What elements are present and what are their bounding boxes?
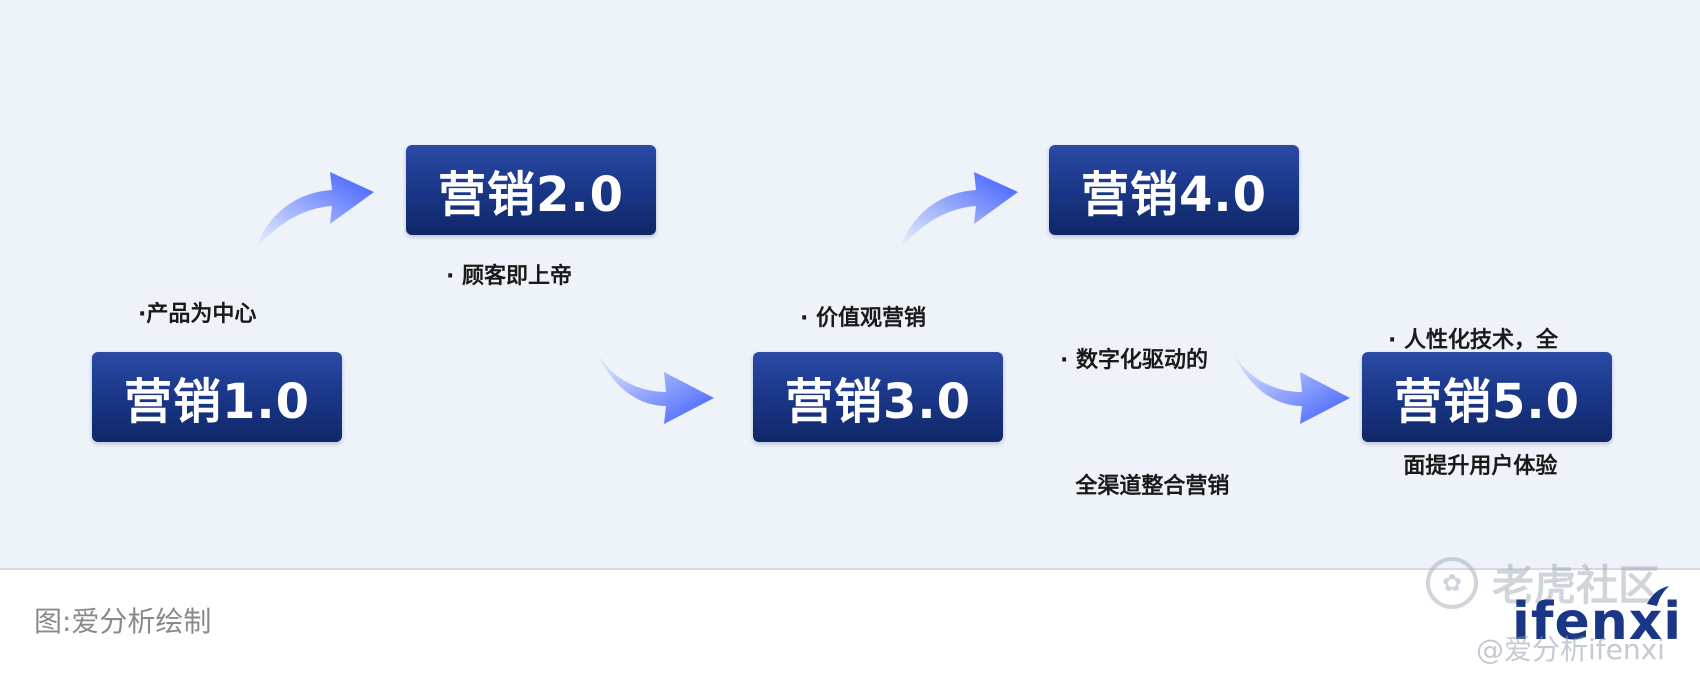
stage-2-label-line-1: · 顾客即上帝 (446, 264, 573, 289)
figure-caption: 图:爱分析绘制 (34, 605, 212, 638)
stage-5-title: 营销5.0 (1393, 374, 1581, 430)
stage-4-label-line-2: 全渠道整合营销 (1060, 474, 1230, 499)
curved-arrow-icon (256, 172, 374, 248)
stage-3-label: · 价值观营销 (800, 298, 926, 340)
diagram-panel: 营销1.0 营销2.0 营销3.0 营销4.0 营销5.0 ·产品为中心 · 顾… (0, 0, 1700, 570)
stage-1-label-line-1: ·产品为中心 (138, 302, 257, 327)
stage-1-label: ·产品为中心 (138, 294, 256, 336)
tiger-circle-icon: ✿ (1426, 556, 1478, 609)
curved-arrow-icon (1232, 350, 1350, 424)
stage-5-box: 营销5.0 (1362, 352, 1612, 442)
stage-3-label-line-1: · 价值观营销 (800, 306, 927, 331)
watermark-site-text: 老虎社区 (1492, 561, 1661, 610)
curved-arrow-icon (596, 350, 714, 424)
stage-4-box: 营销4.0 (1049, 145, 1299, 235)
stage-4-title: 营销4.0 (1080, 167, 1268, 223)
stage-1-title: 营销1.0 (123, 374, 311, 430)
stage-2-title: 营销2.0 (437, 167, 625, 223)
stage-3-title: 营销3.0 (784, 374, 972, 430)
stage-4-label-line-1: · 数字化驱动的 (1060, 348, 1209, 373)
watermark-site: ✿ 老虎社区 (1426, 552, 1660, 613)
stage-3-box: 营销3.0 (753, 352, 1003, 442)
stage-4-label: · 数字化驱动的 全渠道整合营销 (1060, 256, 1229, 592)
stage-2-box: 营销2.0 (406, 145, 656, 235)
logo-swoosh-icon (1647, 586, 1669, 606)
curved-arrow-icon (900, 172, 1018, 248)
watermark-handle: @爱分析ifenxi (1476, 633, 1665, 666)
stage-5-label-line-1: · 人性化技术，全 (1388, 328, 1559, 353)
stage-1-box: 营销1.0 (92, 352, 342, 442)
stage-5-label-line-2: 面提升用户体验 (1388, 454, 1558, 479)
stage-5-label: · 人性化技术，全 面提升用户体验 (1388, 236, 1558, 572)
stage-2-label: · 顾客即上帝 (446, 256, 572, 298)
